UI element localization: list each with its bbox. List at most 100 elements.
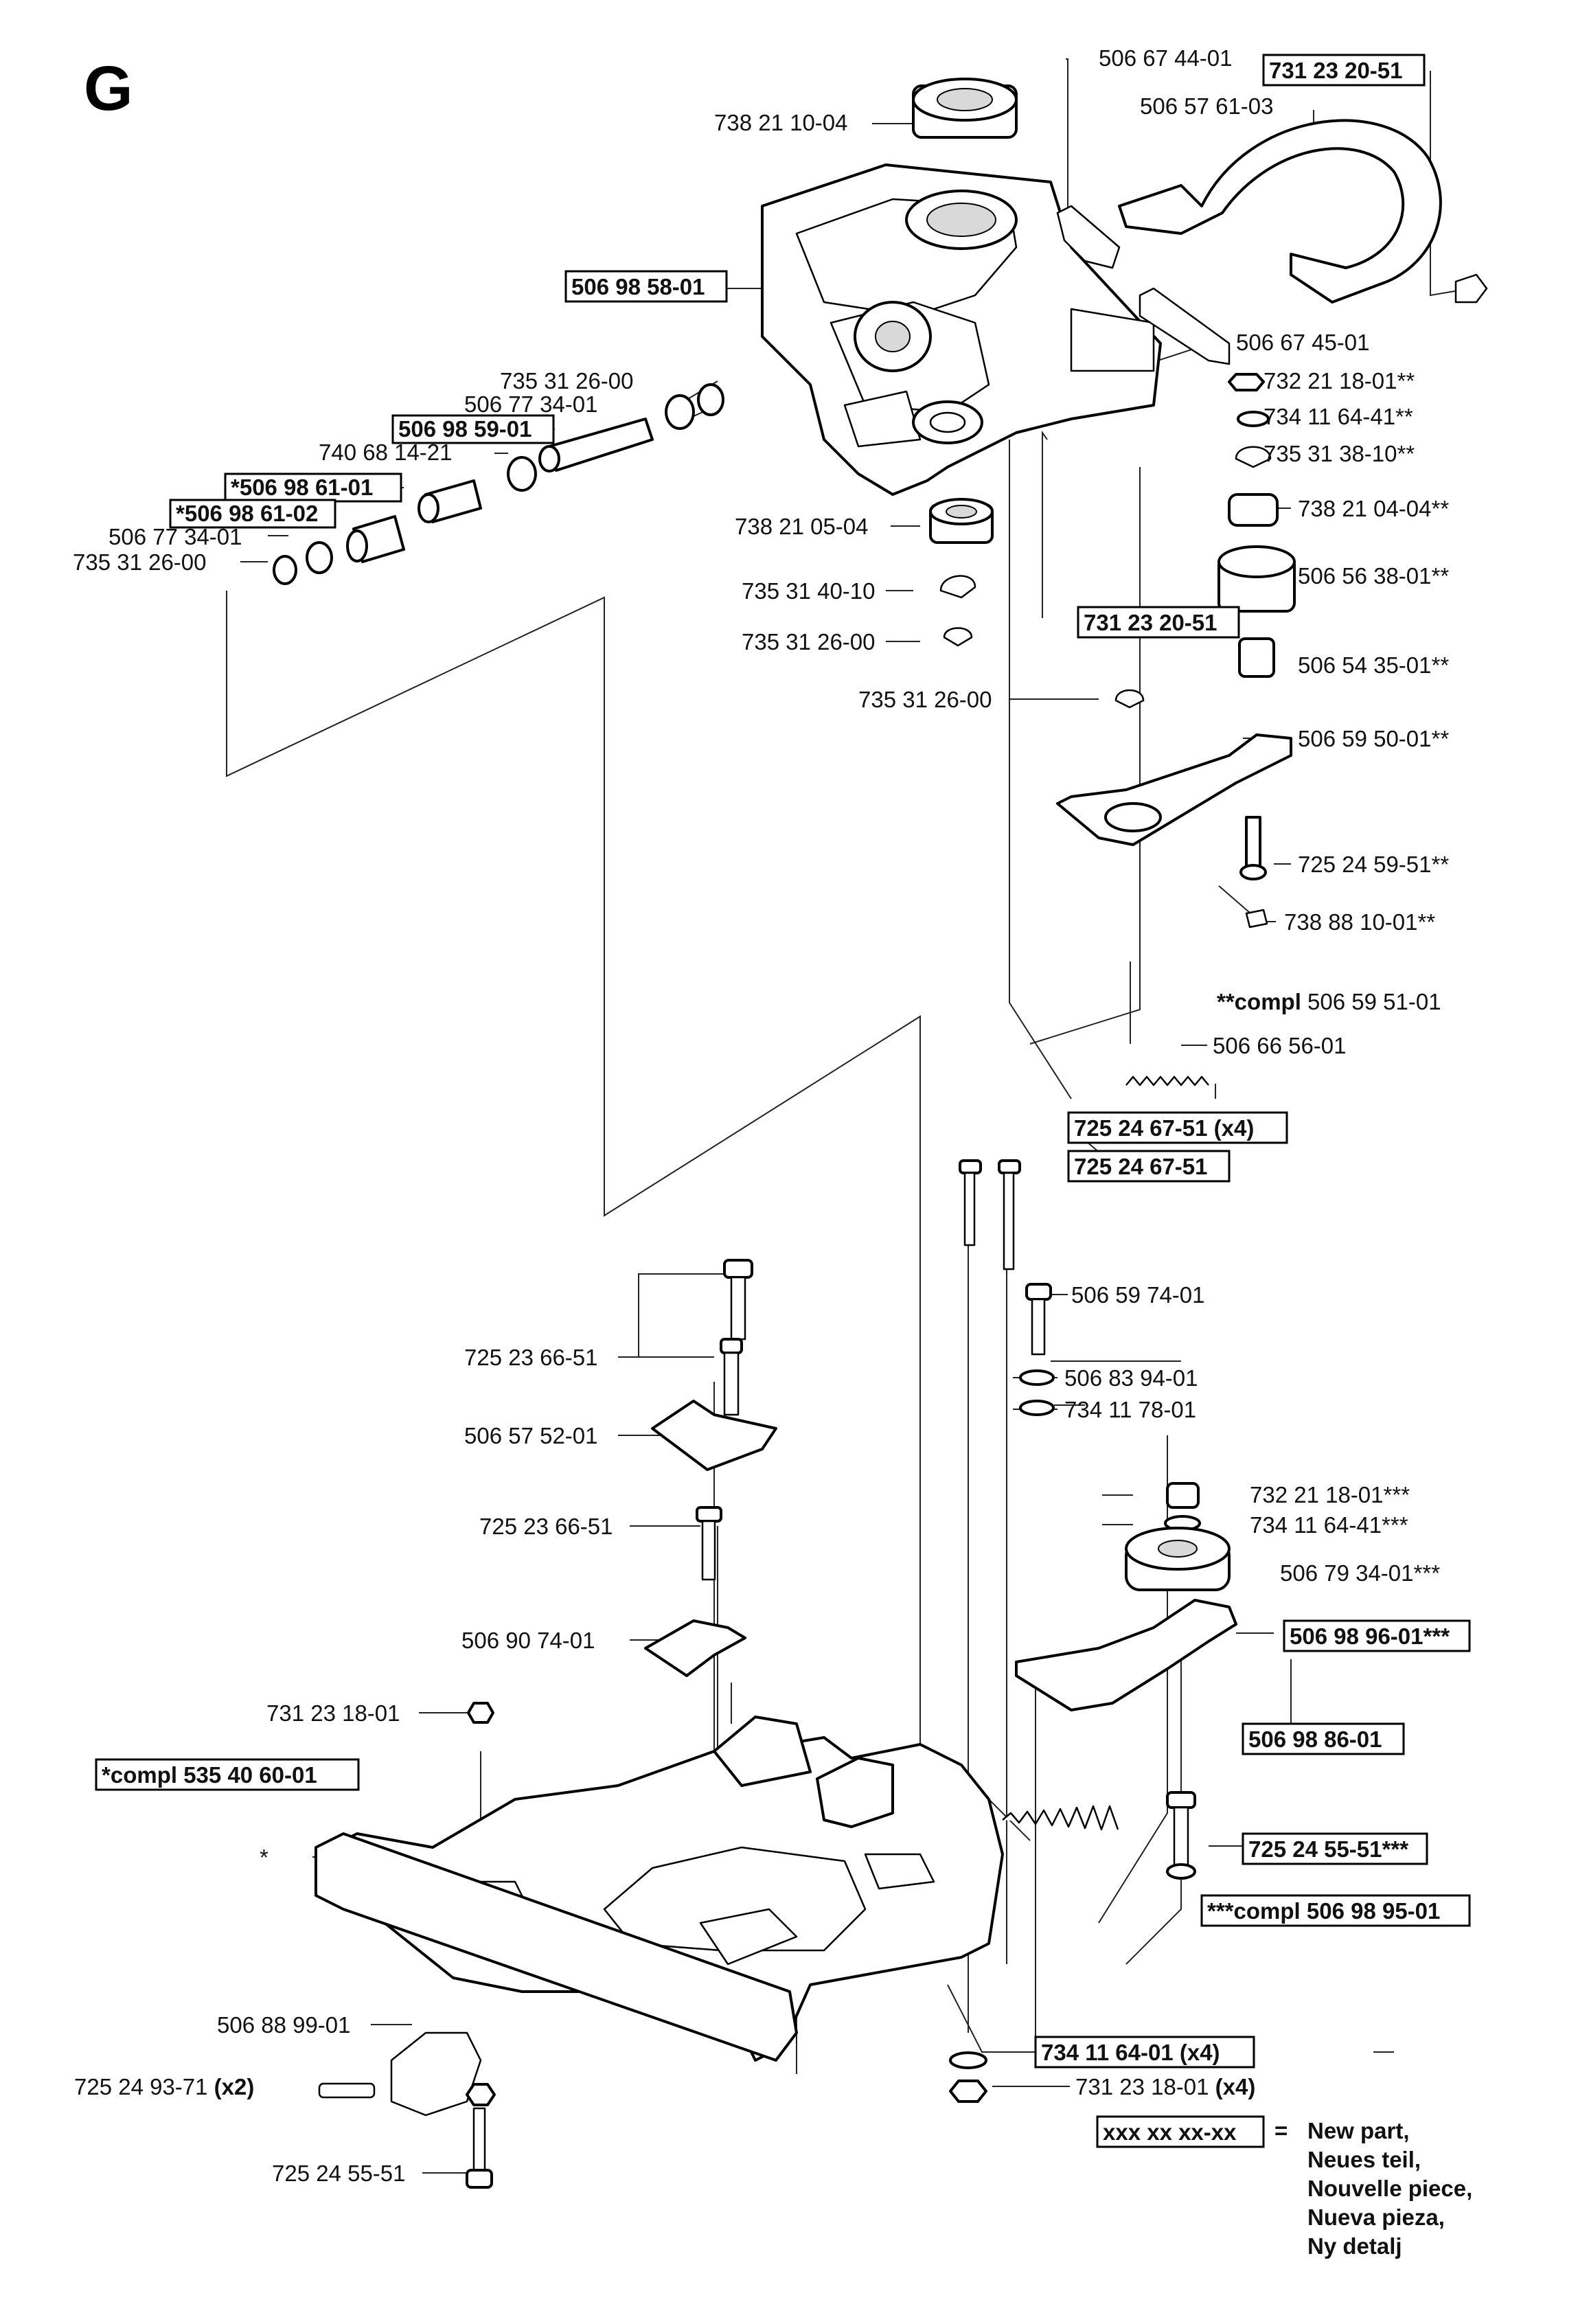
part-label: **compl 506 59 51-01: [1217, 989, 1441, 1014]
part-label-run: (x4): [1215, 2074, 1256, 2099]
part-label-run: 725 24 55-51: [272, 2161, 406, 2186]
part-label: 738 88 10-01**: [1284, 909, 1435, 935]
part-label-run: 740 68 14-21: [319, 440, 453, 465]
part-label: 732 21 18-01***: [1250, 1482, 1410, 1507]
label-box: [1034, 2036, 1255, 2069]
part-label-run: ***compl 506 98 95-01: [1207, 1898, 1440, 1924]
part-label-run: 735 31 26-00: [742, 629, 876, 654]
legend-key-box: [1096, 2115, 1265, 2148]
label-box: [169, 499, 336, 529]
part-label-run: 506 83 94-01: [1064, 1365, 1198, 1391]
part-label: *: [260, 1845, 268, 1870]
pulley-assembly: [1002, 1482, 1237, 1880]
part-label-run: *506 98 61-02: [176, 501, 318, 526]
part-label: 506 79 34-01***: [1280, 1560, 1440, 1586]
part-label-run: 735 31 26-00: [500, 368, 634, 394]
right-parts-stack: [1056, 373, 1296, 929]
part-label-run: 506 98 59-01: [398, 416, 532, 442]
part-label: 506 88 99-01: [217, 2012, 351, 2038]
long-bolts: [959, 1159, 1055, 1416]
part-label: 506 56 38-01**: [1298, 563, 1449, 589]
part-label-run: *506 98 61-01: [231, 475, 373, 500]
label-box: [1262, 54, 1426, 87]
part-label-run: 734 11 64-01 (x4): [1041, 2040, 1220, 2065]
label-box: [1242, 1722, 1405, 1755]
part-label-run: 734 11 64-41**: [1263, 404, 1413, 429]
part-label-run: 731 23 20-51: [1269, 58, 1403, 83]
part-label: 731 23 20-51: [1084, 610, 1217, 635]
part-label-run: 506 90 74-01: [461, 1628, 595, 1653]
part-label: 740 68 14-21: [319, 440, 453, 465]
label-box: [1200, 1894, 1471, 1927]
part-label: 725 24 67-51: [1074, 1154, 1208, 1179]
label-box: [1077, 606, 1240, 639]
part-label: 506 98 59-01: [398, 416, 532, 442]
label-box: [391, 414, 555, 444]
bearing-top: [912, 78, 1018, 139]
part-label-run: 506 88 99-01: [217, 2012, 351, 2038]
part-label: 738 21 10-04: [714, 110, 848, 135]
part-label-run: 506 67 44-01: [1099, 45, 1233, 71]
label-box: [1067, 1111, 1288, 1144]
part-label-run: 506 59 51-01: [1301, 989, 1441, 1014]
part-label: 725 24 67-51 (x4): [1074, 1115, 1254, 1141]
legend-line-2: Neues teil,: [1307, 2147, 1421, 2172]
brackets-and-strap: [1056, 119, 1488, 365]
part-label: 506 57 52-01: [464, 1423, 598, 1448]
part-label-run: 725 24 55-51***: [1248, 1836, 1408, 1862]
legend-equals: =: [1274, 2118, 1288, 2143]
label-box: [1242, 1832, 1428, 1865]
part-label: 734 11 64-41***: [1250, 1512, 1408, 1538]
part-label-run: 735 31 26-00: [73, 549, 207, 575]
part-label: 735 31 26-00: [500, 368, 634, 394]
left-bolt-stack: [467, 1259, 777, 1724]
shaft-assembly: [273, 383, 724, 585]
part-label: 725 24 59-51**: [1298, 852, 1449, 877]
part-label-run: 506 77 34-01: [464, 391, 598, 417]
part-label-run: 735 31 38-10**: [1263, 441, 1415, 466]
legend-line-4: Nueva pieza,: [1307, 2205, 1445, 2230]
part-label-run: 734 11 64-41***: [1250, 1512, 1408, 1538]
part-label-run: 506 56 38-01**: [1298, 563, 1449, 589]
part-label: 731 23 20-51: [1269, 58, 1403, 83]
part-label-run: 725 24 59-51**: [1298, 852, 1449, 877]
part-label: 735 31 38-10**: [1263, 441, 1415, 466]
part-label-run: 734 11 78-01: [1064, 1397, 1196, 1422]
part-label: 725 24 93-71 (x2): [74, 2074, 254, 2099]
part-label: 506 67 45-01: [1236, 330, 1370, 355]
part-label-run: 506 54 35-01**: [1298, 652, 1449, 678]
part-label-run: 506 98 96-01***: [1290, 1624, 1450, 1649]
bottom-bolts: [318, 2051, 987, 2189]
lower-bearings: [929, 498, 1145, 709]
part-label: 506 83 94-01: [1064, 1365, 1198, 1391]
part-label-run: 725 23 66-51: [464, 1345, 598, 1370]
part-label: 506 59 50-01**: [1298, 726, 1449, 751]
part-label: 506 98 86-01: [1248, 1727, 1382, 1752]
part-label-run: 725 24 67-51 (x4): [1074, 1115, 1254, 1141]
part-label: 732 21 18-01**: [1263, 368, 1415, 394]
gear-housing: [761, 163, 1162, 496]
part-label: 734 11 64-01 (x4): [1041, 2040, 1220, 2065]
part-label-run: 725 23 66-51: [479, 1514, 613, 1539]
part-label-run: 506 77 34-01: [108, 524, 242, 549]
part-label-run: 506 57 52-01: [464, 1423, 598, 1448]
part-label-run: 732 21 18-01**: [1263, 368, 1415, 394]
section-letter: G: [84, 54, 133, 124]
part-label: ***compl 506 98 95-01: [1207, 1898, 1440, 1924]
part-label: 734 11 78-01: [1064, 1397, 1196, 1422]
part-label: 735 31 26-00: [858, 687, 992, 712]
spring-top: [1125, 1075, 1209, 1086]
part-label: 738 21 04-04**: [1298, 496, 1449, 521]
part-label-run: 506 59 50-01**: [1298, 726, 1449, 751]
part-label-run: **compl: [1217, 989, 1301, 1014]
part-label: 506 54 35-01**: [1298, 652, 1449, 678]
part-label: 506 67 44-01: [1099, 45, 1233, 71]
part-label-run: 506 57 61-03: [1140, 93, 1274, 119]
part-label: 731 23 18-01: [266, 1700, 400, 1726]
main-frame: [315, 1716, 1004, 2117]
part-label: 506 77 34-01: [464, 391, 598, 417]
part-label: 506 98 96-01***: [1290, 1624, 1450, 1649]
part-label-run: 732 21 18-01***: [1250, 1482, 1410, 1507]
part-label: 731 23 18-01 (x4): [1075, 2074, 1255, 2099]
part-label: *506 98 61-01: [231, 475, 373, 500]
